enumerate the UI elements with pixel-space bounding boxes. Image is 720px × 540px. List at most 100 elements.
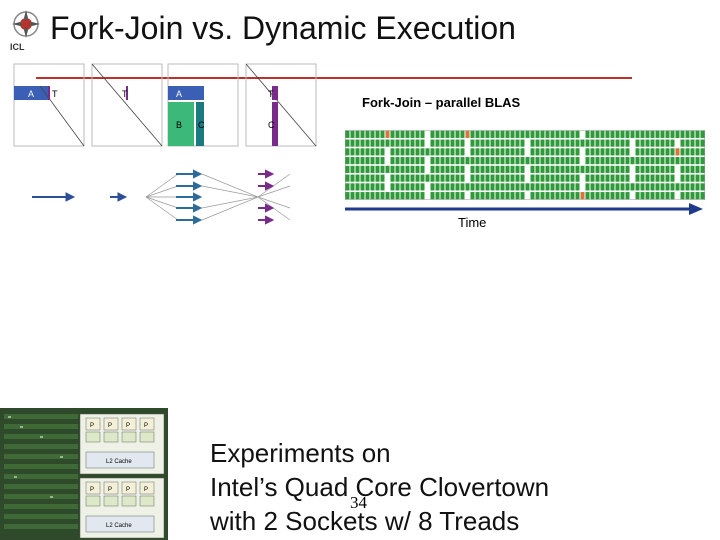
trace-cell (555, 174, 560, 182)
trace-cell (465, 192, 470, 200)
trace-cell (590, 174, 595, 182)
trace-cell (655, 165, 660, 173)
trace-cell (485, 139, 490, 147)
trace-cell (530, 192, 535, 200)
trace-cell (615, 165, 620, 173)
trace-cell (435, 130, 440, 138)
block-b (168, 102, 194, 146)
trace-cell (475, 192, 480, 200)
trace-cell (505, 157, 510, 165)
trace-cell (595, 174, 600, 182)
trace-cell (550, 157, 555, 165)
trace-cell (430, 192, 435, 200)
trace-cell (540, 165, 545, 173)
trace-cell (605, 130, 610, 138)
trace-cell (480, 130, 485, 138)
trace-cell (510, 192, 515, 200)
trace-cell (695, 157, 700, 165)
trace-cell (575, 192, 580, 200)
trace-cell (690, 139, 695, 147)
trace-cell (455, 148, 460, 156)
title-divider (36, 77, 632, 79)
trace-cell (515, 148, 520, 156)
trace-cell (425, 183, 430, 191)
trace-cell (535, 148, 540, 156)
trace-cell (505, 165, 510, 173)
trace-cell (535, 157, 540, 165)
trace-cell (625, 148, 630, 156)
trace-cell (600, 157, 605, 165)
trace-cell (430, 148, 435, 156)
trace-cell (500, 148, 505, 156)
trace-cell (500, 130, 505, 138)
trace-cell (685, 139, 690, 147)
trace-cell (435, 192, 440, 200)
trace-cell (675, 139, 680, 147)
trace-cell (625, 130, 630, 138)
trace-cell (585, 192, 590, 200)
trace-cell (610, 130, 615, 138)
trace-cell (450, 157, 455, 165)
trace-cell (355, 148, 360, 156)
trace-cell (565, 157, 570, 165)
trace-cell (475, 130, 480, 138)
trace-cell (400, 165, 405, 173)
trace-cell (620, 192, 625, 200)
trace-cell (680, 165, 685, 173)
trace-cell (670, 165, 675, 173)
trace-cell (655, 148, 660, 156)
trace-cell (505, 192, 510, 200)
trace-cell (495, 139, 500, 147)
trace-cell (385, 174, 390, 182)
trace-cell (600, 174, 605, 182)
trace-cell (595, 192, 600, 200)
trace-cell (450, 165, 455, 173)
trace-cell (690, 192, 695, 200)
trace-cell (455, 139, 460, 147)
trace-cell (665, 183, 670, 191)
trace-cell (490, 183, 495, 191)
trace-cell (360, 183, 365, 191)
trace-cell (675, 183, 680, 191)
trace-cell (535, 130, 540, 138)
trace-cell (505, 174, 510, 182)
trace-cell (555, 192, 560, 200)
trace-cell (400, 139, 405, 147)
trace-cell (505, 148, 510, 156)
trace-cell (475, 139, 480, 147)
trace-cell (690, 183, 695, 191)
trace-cell (415, 174, 420, 182)
trace-cell (540, 139, 545, 147)
trace-cell (670, 174, 675, 182)
trace-cell (700, 174, 705, 182)
trace-cell (700, 157, 705, 165)
trace-cell (700, 130, 705, 138)
trace-cell (610, 174, 615, 182)
trace-cell (420, 192, 425, 200)
trace-cell (535, 174, 540, 182)
trace-cell (585, 174, 590, 182)
trace-cell (430, 130, 435, 138)
trace-cell (690, 174, 695, 182)
slide-number: 34 (350, 493, 367, 512)
trace-cell (685, 192, 690, 200)
trace-cell (530, 139, 535, 147)
trace-cell (690, 148, 695, 156)
trace-cell (375, 165, 380, 173)
trace-cell (625, 192, 630, 200)
trace-cell (595, 148, 600, 156)
trace-cell (465, 148, 470, 156)
trace-cell (365, 148, 370, 156)
block-c (272, 102, 278, 146)
panel-2: T (91, 63, 163, 147)
trace-cell (515, 157, 520, 165)
trace-cell (670, 157, 675, 165)
trace-cell (635, 157, 640, 165)
trace-cell (445, 130, 450, 138)
trace-cell (575, 157, 580, 165)
trace-cell (510, 157, 515, 165)
trace-cell (440, 139, 445, 147)
trace-cell (675, 157, 680, 165)
trace-cell (585, 183, 590, 191)
trace-cell (400, 174, 405, 182)
